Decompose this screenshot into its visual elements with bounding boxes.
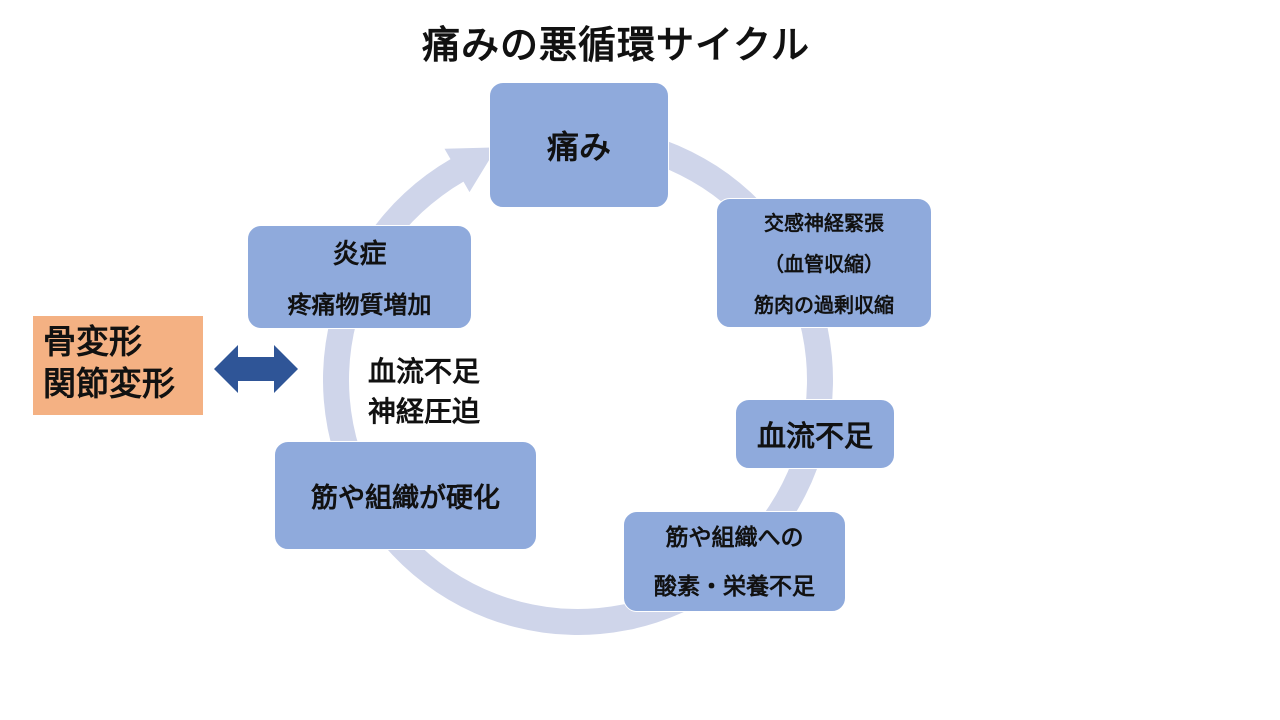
node-inflammation-line-2: 疼痛物質増加	[287, 291, 432, 319]
node-sympathetic-line-2: （血管収縮）	[764, 251, 884, 276]
bone-line-2: 関節変形	[43, 364, 175, 403]
diagram-title: 痛みの悪循環サイクル	[421, 23, 811, 67]
node-oxygen-line-2: 酸素・栄養不足	[654, 574, 815, 600]
node-inflammation-line-1: 炎症	[332, 239, 387, 270]
node-hardening-label: 筋や組織が硬化	[311, 483, 500, 514]
center-label: 血流不足 神経圧迫	[368, 352, 480, 432]
center-line-1: 血流不足	[368, 355, 481, 388]
node-oxygen-nutrient-shortage: 筋や組織への 酸素・栄養不足	[623, 511, 846, 612]
bone-deformation-box: 骨変形 関節変形	[33, 316, 203, 415]
bone-line-1: 骨変形	[43, 322, 142, 361]
node-sympathetic-line-1: 交感神経緊張	[764, 210, 884, 235]
node-sympathetic-tension: 交感神経緊張 （血管収縮） 筋肉の過剰収縮	[716, 198, 932, 328]
node-inflammation: 炎症 疼痛物質増加	[247, 225, 472, 329]
node-pain-label: 痛み	[546, 128, 611, 166]
node-bloodflow-label: 血流不足	[756, 419, 873, 453]
node-pain: 痛み	[489, 82, 669, 208]
node-tissue-hardening: 筋や組織が硬化	[274, 441, 537, 550]
node-sympathetic-line-3: 筋肉の過剰収縮	[754, 292, 894, 317]
center-line-2: 神経圧迫	[368, 395, 481, 428]
node-blood-flow-shortage: 血流不足	[735, 399, 895, 469]
double-arrow-icon	[214, 345, 298, 393]
node-oxygen-line-1: 筋や組織への	[665, 525, 804, 551]
